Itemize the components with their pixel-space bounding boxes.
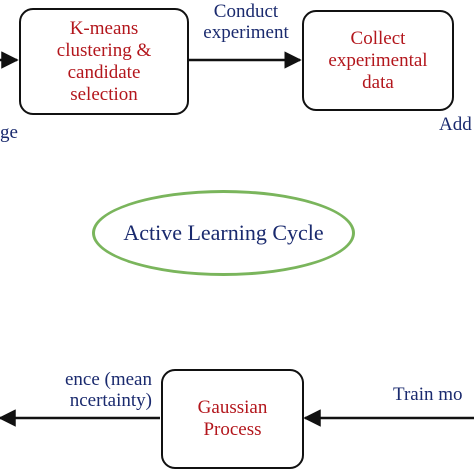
collect-data-node-label: Collect experimental data — [328, 27, 428, 93]
conduct-experiment-label: Conduct experiment — [203, 1, 289, 43]
collect-data-node: Collect experimental data — [302, 10, 454, 111]
edge-label-right-bottom: Train mo — [393, 384, 463, 405]
edge-label-left-top: ge — [0, 122, 18, 143]
active-learning-cycle-label: Active Learning Cycle — [123, 220, 324, 245]
active-learning-cycle-ellipse: Active Learning Cycle — [92, 190, 355, 276]
kmeans-node-label: K-means clustering & candidate selection — [56, 17, 152, 105]
edge-label-left-bottom: ence (mean ncertainty) — [64, 369, 152, 411]
gaussian-process-node-label: Gaussian Process — [197, 397, 268, 440]
edge-label-right-top: Add — [439, 114, 472, 135]
kmeans-node: K-means clustering & candidate selection — [19, 8, 189, 115]
gaussian-process-node: Gaussian Process — [161, 369, 304, 469]
